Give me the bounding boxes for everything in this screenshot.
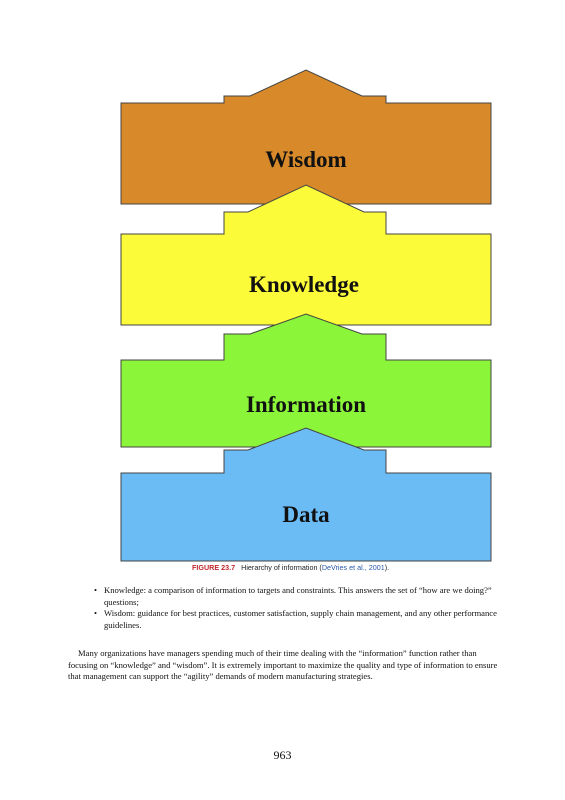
bullet-text: Knowledge: a comparison of information t… <box>104 585 492 607</box>
dikw-hierarchy-figure: Wisdom Knowledge Information Data <box>120 69 492 562</box>
caption-text: Hierarchy of information ( <box>241 563 322 572</box>
bullet-text: Wisdom: guidance for best practices, cus… <box>104 608 497 630</box>
dikw-diagram: Wisdom Knowledge Information Data <box>120 69 492 562</box>
bullet-item-knowledge: • Knowledge: a comparison of information… <box>94 585 504 608</box>
figure-number: FIGURE 23.7 <box>192 563 236 572</box>
data-block <box>120 427 492 562</box>
information-block <box>120 313 492 448</box>
figure-caption: FIGURE 23.7 Hierarchy of information (DeV… <box>192 563 532 572</box>
page-number: 963 <box>273 748 292 762</box>
bullet-icon: • <box>94 608 98 619</box>
caption-suffix: ). <box>384 563 390 572</box>
body-paragraph: Many organizations have managers spendin… <box>68 648 498 682</box>
bullet-list: • Knowledge: a comparison of information… <box>94 585 504 631</box>
bullet-icon: • <box>94 585 98 595</box>
caption-citation-link[interactable]: DeVries et al., 2001 <box>321 563 385 572</box>
wisdom-block <box>120 69 492 205</box>
information-label: Information <box>246 392 366 417</box>
knowledge-label: Knowledge <box>249 272 359 297</box>
bullet-item-wisdom: • Wisdom: guidance for best practices, c… <box>94 608 504 631</box>
knowledge-block <box>120 184 492 326</box>
wisdom-label: Wisdom <box>265 147 346 172</box>
data-label: Data <box>282 502 330 527</box>
